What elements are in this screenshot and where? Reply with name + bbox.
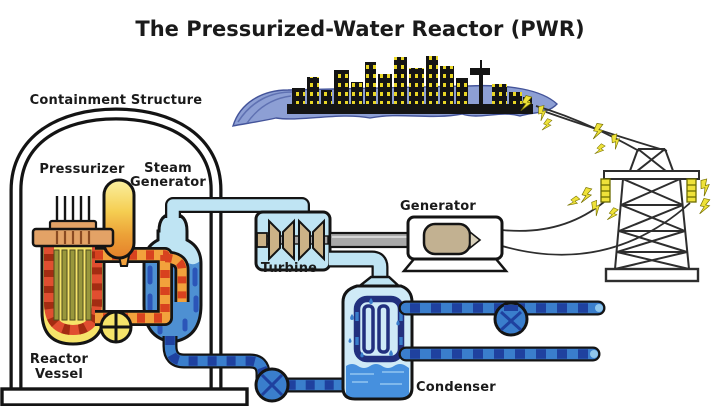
control-rods [31,196,115,248]
fuel-rods [53,249,92,321]
condenser [341,284,414,401]
label-pressurizer: Pressurizer [39,162,125,177]
reactor-vessel [40,236,106,346]
label-turbine: Turbine [261,261,317,276]
label-reactor-vessel-2: Vessel [35,367,83,382]
label-condenser: Condenser [416,380,496,395]
page-title: The Pressurized-Water Reactor (PWR) [135,17,584,41]
generator-unit [401,215,509,273]
city-skyline [287,56,533,114]
condenser-coil [353,295,405,363]
insulators [600,178,697,203]
label-steam-generator-1: Steam [144,161,192,176]
generator-stand [401,257,509,273]
feedwater-pump [254,367,290,403]
label-containment-structure: Containment Structure [30,93,203,108]
reactor-coolant-pump [99,310,133,344]
transmission-tower [603,148,700,283]
containment-wall [9,107,223,392]
primary-loop [95,247,190,326]
containment-base [0,387,249,406]
label-steam-generator-2: Generator [130,175,206,190]
cooling-water-pump [493,301,529,337]
label-generator: Generator [400,199,476,214]
turbine-blades [268,218,325,262]
label-reactor-vessel-1: Reactor [30,352,89,367]
pressurizer [102,178,136,267]
